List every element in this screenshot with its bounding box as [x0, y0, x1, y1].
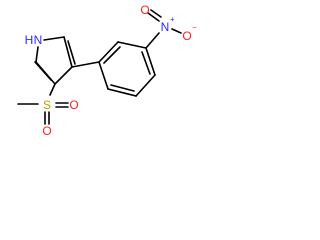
bond-c2-c3-double — [67, 40, 76, 65]
pyrrole-h-label: H — [25, 33, 34, 47]
sulfur-label: S — [43, 98, 51, 112]
phenyl-bond-4 — [135, 74, 156, 97]
nitro-o-top-label: O — [140, 3, 149, 17]
phenyl-bond-3-double — [141, 51, 151, 75]
bond-c5-n1 — [35, 46, 39, 63]
nitro-n-charge: + — [170, 15, 175, 24]
sulfonyl-o-bottom-label: O — [42, 124, 51, 138]
nitro-o-right-label: O — [182, 29, 191, 43]
nitro-n-label: N — [161, 20, 170, 34]
phenyl-bond-5 — [107, 88, 137, 97]
nitro-group — [145, 9, 182, 49]
phenyl-ring — [98, 41, 156, 97]
bond-c3-c4 — [54, 66, 73, 85]
bond-c2-c3 — [63, 36, 73, 68]
pyrrole-n-label: N — [34, 33, 43, 47]
chemical-structure: H N N + O O − S O O — [17, 3, 197, 138]
sulfonyl-group — [17, 83, 69, 125]
sulfonyl-o-right-label: O — [69, 98, 78, 112]
bond-c4-s — [49, 83, 56, 96]
pyrrole-ring — [34, 36, 76, 85]
bond-c4-c5-double — [34, 61, 52, 81]
nitro-o-charge: − — [192, 23, 197, 32]
phenyl-bond-1-double — [103, 46, 121, 64]
phenyl-bond-3 — [145, 47, 156, 76]
bond-n1-c2 — [43, 36, 65, 41]
phenyl-bond-5-double — [110, 84, 135, 92]
bond-nitro-o-right — [171, 28, 182, 34]
bond-nitro-o-top — [147, 12, 160, 22]
bond-pyrrole-phenyl — [71, 61, 100, 68]
bond-nitro-o-top-double — [150, 9, 162, 18]
phenyl-bond-6 — [98, 61, 109, 90]
phenyl-bond-2 — [117, 41, 147, 49]
bond-phenyl-nitro — [145, 32, 160, 49]
phenyl-bond-1 — [98, 41, 119, 63]
